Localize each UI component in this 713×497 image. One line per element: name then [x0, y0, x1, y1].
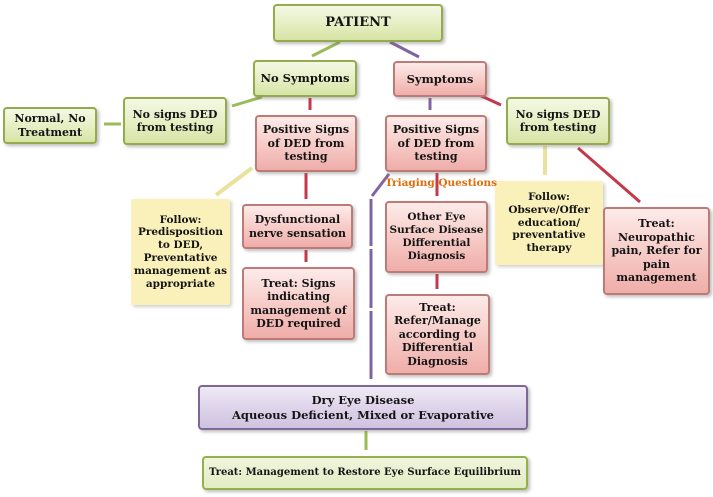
- node-no-signs-ded-left: No signs DED from testing: [123, 97, 227, 145]
- node-other-eye-surface: Other Eye Surface Disease Differential D…: [385, 201, 488, 273]
- node-symptoms: Symptoms: [393, 61, 487, 97]
- node-symptoms-label: Symptoms: [406, 71, 474, 86]
- node-patient-label: PATIENT: [325, 15, 391, 31]
- node-positive-signs-right-label: Positive Signs of DED from testing: [392, 123, 480, 164]
- node-normal-no-treatment-label: Normal, No Treatment: [14, 112, 86, 139]
- node-patient: PATIENT: [273, 4, 443, 42]
- node-treat-neuropathic: Treat: Neuropathic pain, Refer for pain …: [603, 207, 710, 295]
- node-no-signs-ded-right: No signs DED from testing: [506, 97, 610, 145]
- node-treat-management-label: Treat: Management to Restore Eye Surface…: [208, 466, 521, 478]
- node-dysfunctional-nerve-label: Dysfunctional nerve sensation: [248, 213, 347, 240]
- arrow-positive-left-to-follow: [214, 166, 254, 197]
- node-positive-signs-right: Positive Signs of DED from testing: [385, 115, 487, 172]
- node-treat-refer: Treat: Refer/Manage according to Differe…: [385, 294, 490, 375]
- arrow-no-signs-right-to-treat-neuropathic: [577, 146, 641, 204]
- node-normal-no-treatment: Normal, No Treatment: [3, 107, 97, 144]
- node-treat-signs: Treat: Signs indicating management of DE…: [242, 267, 355, 340]
- node-positive-signs-left-label: Positive Signs of DED from testing: [262, 123, 350, 164]
- node-follow-predisposition-label: Follow: Predisposition to DED, Preventat…: [133, 213, 228, 290]
- node-dry-eye-disease: Dry Eye Disease Aqueous Deficient, Mixed…: [198, 385, 528, 430]
- triaging-questions-label: Triaging Questions: [385, 177, 498, 189]
- node-treat-refer-label: Treat: Refer/Manage according to Differe…: [394, 300, 481, 368]
- arrow-positive-right-to-dry-eye-seg1: [370, 173, 391, 197]
- node-treat-neuropathic-label: Treat: Neuropathic pain, Refer for pain …: [611, 217, 702, 285]
- node-no-symptoms-label: No Symptoms: [260, 71, 350, 86]
- node-positive-signs-left: Positive Signs of DED from testing: [255, 115, 357, 172]
- node-treat-signs-label: Treat: Signs indicating management of DE…: [250, 276, 347, 330]
- arrow-patient-to-no-symptoms: [311, 40, 341, 58]
- node-no-signs-ded-right-label: No signs DED from testing: [515, 107, 601, 134]
- arrow-patient-to-symptoms: [389, 40, 420, 59]
- node-other-eye-surface-label: Other Eye Surface Disease Differential D…: [389, 211, 484, 262]
- node-follow-observe: Follow: Observe/Offer education/ prevent…: [495, 181, 603, 265]
- node-follow-predisposition: Follow: Predisposition to DED, Preventat…: [131, 199, 230, 305]
- node-follow-observe-label: Follow: Observe/Offer education/ prevent…: [508, 191, 590, 255]
- node-no-symptoms: No Symptoms: [253, 60, 357, 97]
- node-treat-management: Treat: Management to Restore Eye Surface…: [202, 456, 528, 490]
- node-dry-eye-disease-label: Dry Eye Disease Aqueous Deficient, Mixed…: [231, 393, 495, 422]
- arrow-no-symptoms-to-no-signs-left: [231, 95, 263, 108]
- node-no-signs-ded-left-label: No signs DED from testing: [132, 107, 218, 134]
- node-dysfunctional-nerve: Dysfunctional nerve sensation: [242, 204, 353, 249]
